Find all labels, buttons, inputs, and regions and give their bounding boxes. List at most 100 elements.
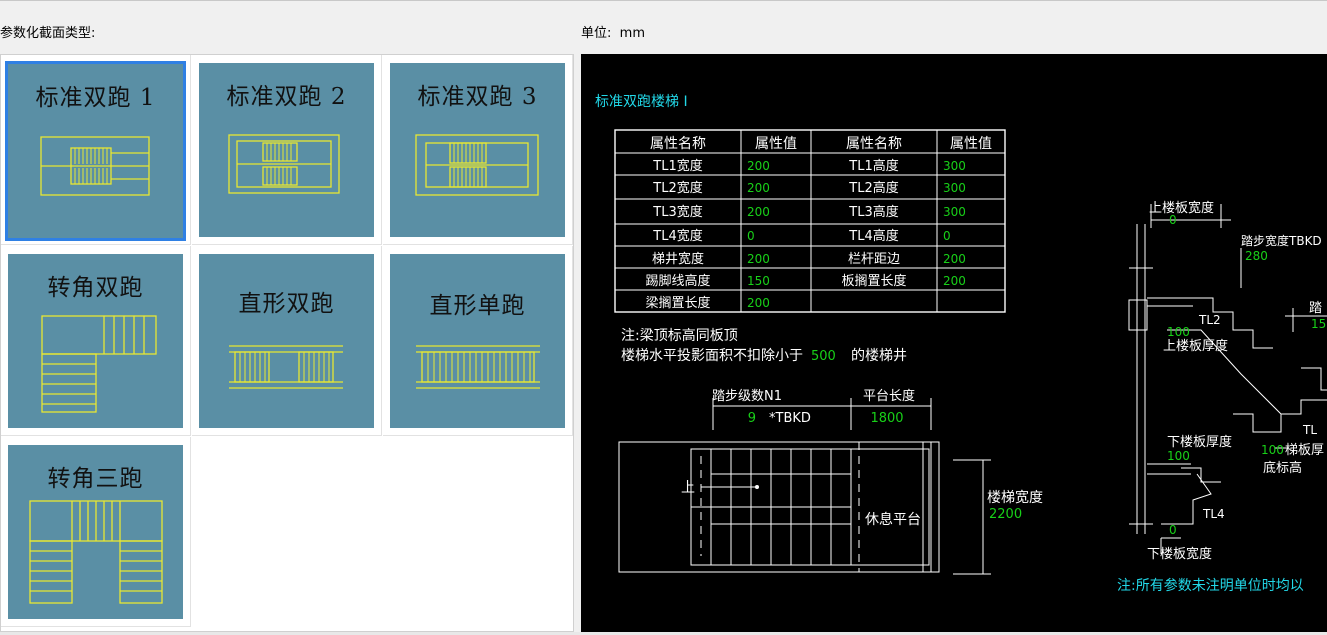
tile-body: 转角三跑 — [8, 445, 183, 619]
section-type-tile-standard-double-2[interactable]: 标准双跑 2 — [192, 55, 382, 245]
upper-slab-width-label: 上楼板宽度 — [1149, 200, 1214, 216]
tread-value: 15 — [1311, 317, 1326, 331]
tile-label: 标准双跑 1 — [35, 85, 156, 111]
property-name-cell: TL1宽度 — [652, 158, 702, 174]
section-type-tile-straight-double[interactable]: 直形双跑 — [192, 246, 382, 436]
lower-slab-thick-label: 下楼板厚度 — [1167, 434, 1232, 450]
note-line-2-pre: 楼梯水平投影面积不扣除小于 — [621, 348, 803, 364]
note-line-1: 注:梁顶标高同板顶 — [621, 327, 738, 344]
preview-title: 标准双跑楼梯 I — [595, 94, 688, 110]
property-name-cell: 梁搁置长度 — [645, 295, 710, 311]
corner-triple-stair-icon — [29, 500, 163, 604]
stair-width-value: 2200 — [989, 507, 1022, 522]
tl4-label: TL4 — [1202, 507, 1225, 521]
tile-body: 转角双跑 — [8, 254, 183, 428]
property-name-cell: 踢脚线高度 — [645, 273, 710, 289]
tile-body: 标准双跑 2 — [199, 63, 374, 237]
footer-note: 注:所有参数未注明单位时均以 — [1117, 577, 1304, 594]
tread-width-value: 280 — [1245, 249, 1268, 263]
tile-body: 标准双跑 1 — [5, 61, 186, 241]
section-type-label: 参数化截面类型: — [0, 26, 96, 41]
rest-platform-label: 休息平台 — [865, 511, 921, 528]
note-line-2-value: 500 — [811, 349, 836, 364]
property-name-cell: TL3高度 — [848, 204, 898, 220]
steps-value: 9 — [748, 411, 756, 426]
platform-length-value: 1800 — [870, 411, 903, 426]
corner-stair-icon — [41, 315, 157, 413]
double-run-stair-icon — [415, 134, 539, 196]
tile-body: 标准双跑 3 — [390, 63, 565, 237]
tile-label: 转角三跑 — [47, 466, 144, 492]
tl2-label: TL2 — [1198, 313, 1221, 327]
stair-plan-view: 踏步级数N1 9 *TBKD 平台长度 1800 — [618, 388, 1043, 575]
property-value-cell: 300 — [943, 181, 966, 195]
tl-partial-label: TL — [1302, 423, 1317, 437]
property-value-cell: 200 — [747, 296, 770, 310]
property-name-cell: 板搁置长度 — [841, 273, 906, 289]
tile-label: 转角双跑 — [47, 275, 144, 301]
tread-width-label: 踏步宽度TBKD — [1241, 233, 1322, 248]
double-run-stair-icon — [228, 134, 340, 194]
straight-single-stair-icon — [416, 345, 540, 389]
table-header-value-1: 属性值 — [755, 136, 797, 152]
ladder-thick-value: 100 — [1261, 443, 1284, 457]
lower-slab-width-label: 下楼板宽度 — [1147, 546, 1212, 562]
lower-slab-thick-value: 100 — [1167, 449, 1190, 463]
tile-label: 标准双跑 3 — [417, 84, 538, 110]
upper-slab-thick-value: 100 — [1167, 325, 1190, 339]
property-value-cell: 200 — [943, 252, 966, 266]
upper-slab-thick-label: 上楼板厚度 — [1163, 338, 1228, 354]
table-header-name-2: 属性名称 — [846, 136, 902, 152]
stair-preview-panel: 标准双跑楼梯 I 属性名称 属性值 属性名称 — [581, 54, 1327, 632]
property-name-cell: TL2宽度 — [652, 180, 702, 196]
property-name-cell: TL2高度 — [848, 180, 898, 196]
double-run-stair-icon — [40, 136, 150, 196]
table-header-name-1: 属性名称 — [650, 136, 706, 152]
property-value-cell: 200 — [747, 252, 770, 266]
stair-section-view: 上楼板宽度 0 踏步宽度TBKD 280 踏 15 TL2 100 上楼板厚度 … — [1128, 200, 1327, 562]
tile-body: 直形单跑 — [390, 254, 565, 428]
property-value-cell: 200 — [747, 205, 770, 219]
property-value-cell: 150 — [747, 274, 770, 288]
unit-label-text: 单位: — [581, 26, 612, 41]
up-label: 上 — [681, 480, 695, 496]
property-value-cell: 0 — [943, 229, 951, 243]
section-type-grid: 标准双跑 1 标准双跑 2 — [0, 54, 574, 632]
note-line-2-post: 的楼梯井 — [851, 348, 907, 364]
tile-label: 直形单跑 — [429, 293, 526, 319]
property-value-cell: 0 — [747, 229, 755, 243]
straight-double-stair-icon — [229, 345, 343, 389]
property-name-cell: TL4高度 — [848, 228, 898, 244]
steps-suffix: *TBKD — [769, 411, 811, 426]
tread-label: 踏 — [1309, 301, 1322, 316]
stair-width-label: 楼梯宽度 — [987, 489, 1043, 506]
property-name-cell: TL3宽度 — [652, 204, 702, 220]
steps-label: 踏步级数N1 — [712, 389, 782, 404]
ladder-thick-label: 梯板厚 — [1285, 443, 1324, 458]
table-header-value-2: 属性值 — [950, 136, 992, 152]
section-type-tile-standard-double-1[interactable]: 标准双跑 1 — [1, 55, 191, 245]
section-type-tile-corner-double[interactable]: 转角双跑 — [1, 246, 191, 436]
property-value-cell: 200 — [747, 159, 770, 173]
unit-label: 单位: mm — [581, 22, 645, 41]
unit-value: mm — [619, 26, 645, 41]
property-name-cell: TL4宽度 — [652, 228, 702, 244]
bottom-elev-label: 底标高 — [1263, 460, 1302, 476]
stair-preview-drawing: 标准双跑楼梯 I 属性名称 属性值 属性名称 — [595, 94, 1327, 594]
top-divider — [0, 0, 1327, 1]
property-name-cell: 梯井宽度 — [652, 251, 704, 267]
bottom-divider — [0, 632, 1327, 635]
section-type-tile-straight-single[interactable]: 直形单跑 — [383, 246, 573, 436]
lower-slab-width-value: 0 — [1169, 523, 1177, 537]
upper-slab-width-value: 0 — [1169, 213, 1177, 227]
platform-length-label: 平台长度 — [863, 388, 915, 404]
tile-body: 直形双跑 — [199, 254, 374, 428]
tile-label: 标准双跑 2 — [226, 84, 347, 110]
section-type-tile-corner-triple[interactable]: 转角三跑 — [1, 437, 191, 627]
section-type-tile-standard-double-3[interactable]: 标准双跑 3 — [383, 55, 573, 245]
tile-label: 直形双跑 — [238, 291, 335, 317]
property-name-cell: 栏杆距边 — [848, 252, 900, 267]
property-value-cell: 200 — [747, 181, 770, 195]
property-value-cell: 300 — [943, 205, 966, 219]
